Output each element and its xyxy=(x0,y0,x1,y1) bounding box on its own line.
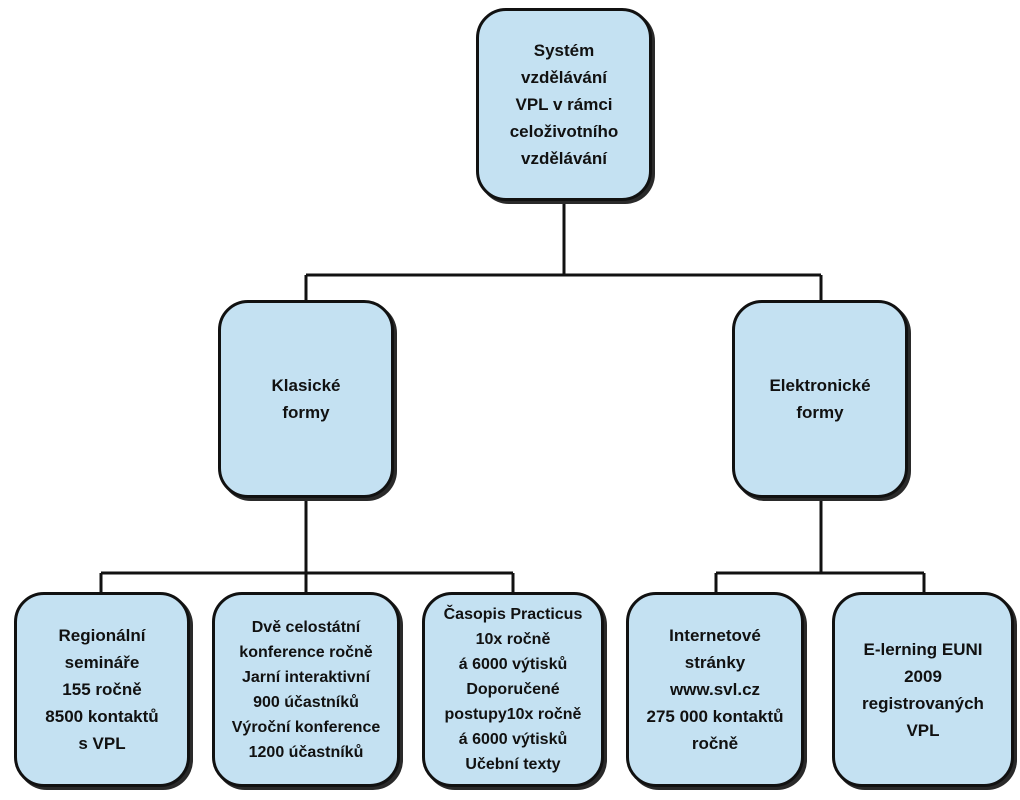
leaf-regionalni-seminare: Regionální semináře 155 ročně 8500 konta… xyxy=(14,592,190,787)
node-label: Klasické formy xyxy=(271,376,341,422)
leaf-celostatni-konference: Dvě celostátní konference ročně Jarní in… xyxy=(212,592,400,787)
leaf-label: Internetové stránky www.svl.cz 275 000 k… xyxy=(646,626,784,753)
node-label: Elektronické formy xyxy=(769,376,871,422)
node-klasicke-formy: Klasické formy xyxy=(218,300,394,498)
leaf-label: Regionální semináře 155 ročně 8500 konta… xyxy=(45,626,159,753)
leaf-e-learning-euni: E-lerning EUNI 2009 registrovaných VPL xyxy=(832,592,1014,787)
leaf-label: Časopis Practicus 10x ročně á 6000 výtis… xyxy=(443,606,583,773)
leaf-internetove-stranky: Internetové stránky www.svl.cz 275 000 k… xyxy=(626,592,804,787)
root-node: Systém vzdělávání VPL v rámci celoživotn… xyxy=(476,8,652,201)
leaf-label: E-lerning EUNI 2009 registrovaných VPL xyxy=(862,639,984,740)
root-node-label: Systém vzdělávání VPL v rámci celoživotn… xyxy=(509,41,619,168)
leaf-casopis-practicus: Časopis Practicus 10x ročně á 6000 výtis… xyxy=(422,592,604,787)
leaf-label: Dvě celostátní konference ročně Jarní in… xyxy=(231,618,381,761)
node-elektronicke-formy: Elektronické formy xyxy=(732,300,908,498)
